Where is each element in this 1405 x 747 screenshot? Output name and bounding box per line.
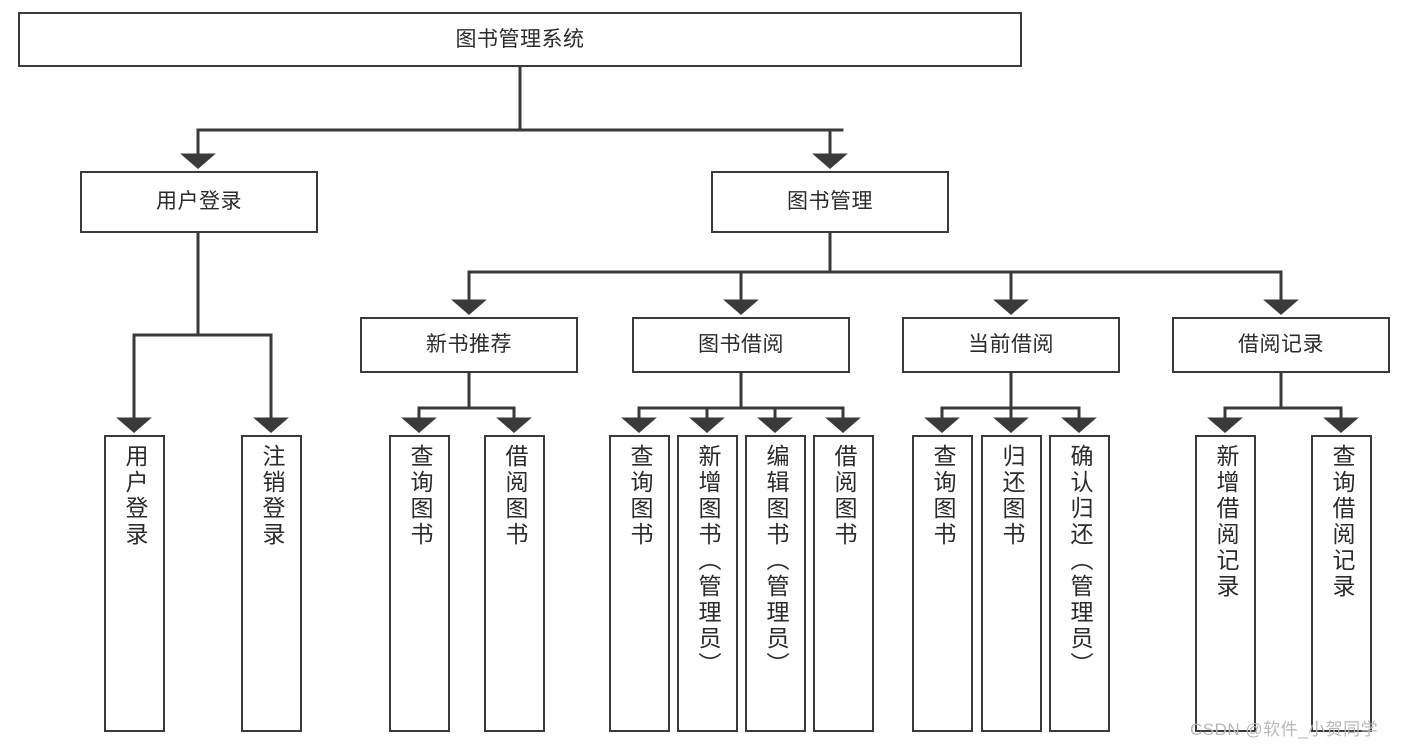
leaf-user-login-logout-label: 注销登录 <box>259 444 285 548</box>
node-user-login[interactable]: 用户登录 <box>80 171 318 233</box>
leaf-borrow-record-query-label: 查询借阅记录 <box>1329 444 1355 600</box>
leaf-book-borrow-borrow-label: 借阅图书 <box>831 444 857 548</box>
leaf-current-borrow-query-label: 查询图书 <box>930 444 956 548</box>
leaf-current-borrow-return[interactable]: 归还图书 <box>981 435 1042 732</box>
leaf-borrow-record-query[interactable]: 查询借阅记录 <box>1311 435 1372 732</box>
leaf-new-book-query[interactable]: 查询图书 <box>389 435 450 732</box>
leaf-book-borrow-edit-label: 编辑图书（管理员） <box>763 444 789 678</box>
node-current-borrow[interactable]: 当前借阅 <box>902 317 1120 373</box>
leaf-current-borrow-confirm[interactable]: 确认归还（管理员） <box>1049 435 1110 732</box>
csdn-watermark: CSDN @软件_小贺同学 <box>1190 720 1379 739</box>
node-book-management-label: 图书管理 <box>787 190 873 214</box>
leaf-current-borrow-return-label: 归还图书 <box>999 444 1025 548</box>
node-current-borrow-label: 当前借阅 <box>968 333 1054 357</box>
node-book-borrow[interactable]: 图书借阅 <box>632 317 850 373</box>
leaf-borrow-record-add[interactable]: 新增借阅记录 <box>1195 435 1256 732</box>
leaf-book-borrow-add-label: 新增图书（管理员） <box>695 444 721 678</box>
node-user-login-label: 用户登录 <box>156 190 242 214</box>
leaf-user-login-login[interactable]: 用户登录 <box>104 435 165 732</box>
leaf-book-borrow-edit[interactable]: 编辑图书（管理员） <box>745 435 806 732</box>
node-book-management[interactable]: 图书管理 <box>711 171 949 233</box>
leaf-book-borrow-query[interactable]: 查询图书 <box>609 435 670 732</box>
leaf-current-borrow-query[interactable]: 查询图书 <box>912 435 973 732</box>
leaf-new-book-borrow[interactable]: 借阅图书 <box>484 435 545 732</box>
leaf-current-borrow-confirm-label: 确认归还（管理员） <box>1067 444 1093 678</box>
leaf-book-borrow-borrow[interactable]: 借阅图书 <box>813 435 874 732</box>
node-new-book-recommend[interactable]: 新书推荐 <box>360 317 578 373</box>
node-book-borrow-label: 图书借阅 <box>698 333 784 357</box>
node-root[interactable]: 图书管理系统 <box>18 12 1022 67</box>
leaf-borrow-record-add-label: 新增借阅记录 <box>1213 444 1239 600</box>
leaf-user-login-login-label: 用户登录 <box>122 444 148 548</box>
node-borrow-record-label: 借阅记录 <box>1238 333 1324 357</box>
leaf-user-login-logout[interactable]: 注销登录 <box>241 435 302 732</box>
node-new-book-recommend-label: 新书推荐 <box>426 333 512 357</box>
leaf-book-borrow-query-label: 查询图书 <box>627 444 653 548</box>
leaf-book-borrow-add[interactable]: 新增图书（管理员） <box>677 435 738 732</box>
leaf-new-book-query-label: 查询图书 <box>407 444 433 548</box>
node-root-label: 图书管理系统 <box>455 27 585 51</box>
leaf-new-book-borrow-label: 借阅图书 <box>502 444 528 548</box>
node-borrow-record[interactable]: 借阅记录 <box>1172 317 1390 373</box>
